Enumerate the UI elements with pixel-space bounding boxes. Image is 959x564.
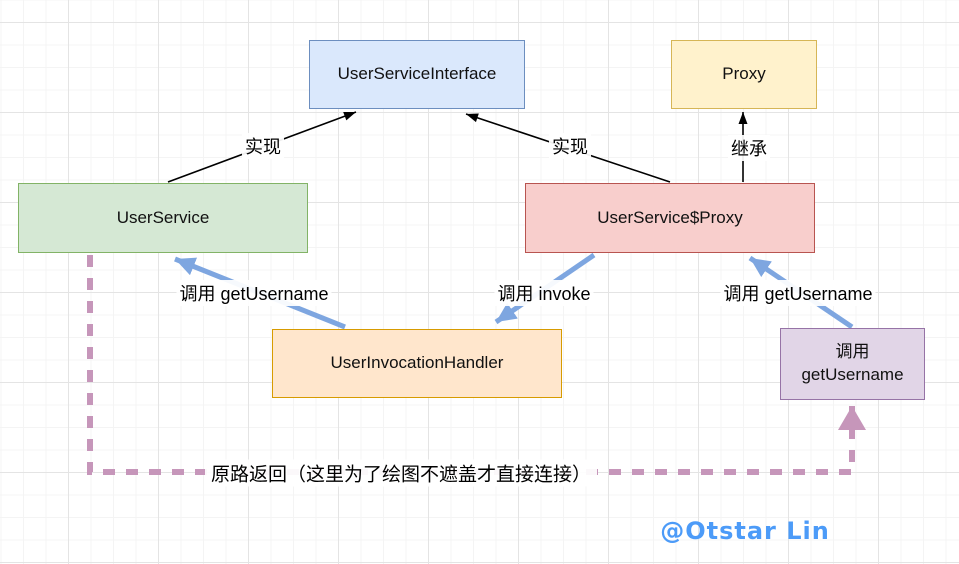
edge-label-implements-left: 实现 bbox=[242, 133, 284, 159]
node-user-service-proxy: UserService$Proxy bbox=[525, 183, 815, 253]
node-label: UserInvocationHandler bbox=[330, 353, 504, 373]
author-watermark: @Otstar Lin bbox=[660, 517, 830, 545]
edge-label-return-path: 原路返回（这里为了绘图不遮盖才直接连接） bbox=[204, 459, 598, 487]
node-user-service-interface: UserServiceInterface bbox=[309, 40, 525, 109]
node-label: 调用 getUsername bbox=[801, 342, 904, 384]
node-user-invocation-handler: UserInvocationHandler bbox=[272, 329, 562, 398]
edge-label-call-invoke: 调用 invoke bbox=[494, 280, 594, 306]
edge-label-extends: 继承 bbox=[728, 135, 770, 161]
node-label: UserServiceInterface bbox=[337, 64, 497, 84]
edge-label-call-getusername-right: 调用 getUsername bbox=[720, 280, 876, 306]
edge-label-call-getusername-left: 调用 getUsername bbox=[176, 280, 332, 306]
node-label: UserService bbox=[116, 207, 210, 227]
node-user-service: UserService bbox=[18, 183, 308, 253]
node-proxy: Proxy bbox=[671, 40, 817, 109]
node-call-getusername: 调用 getUsername bbox=[780, 328, 925, 400]
node-label: UserService$Proxy bbox=[597, 207, 743, 227]
edge-label-implements-right: 实现 bbox=[549, 133, 591, 159]
node-label: Proxy bbox=[722, 64, 766, 84]
